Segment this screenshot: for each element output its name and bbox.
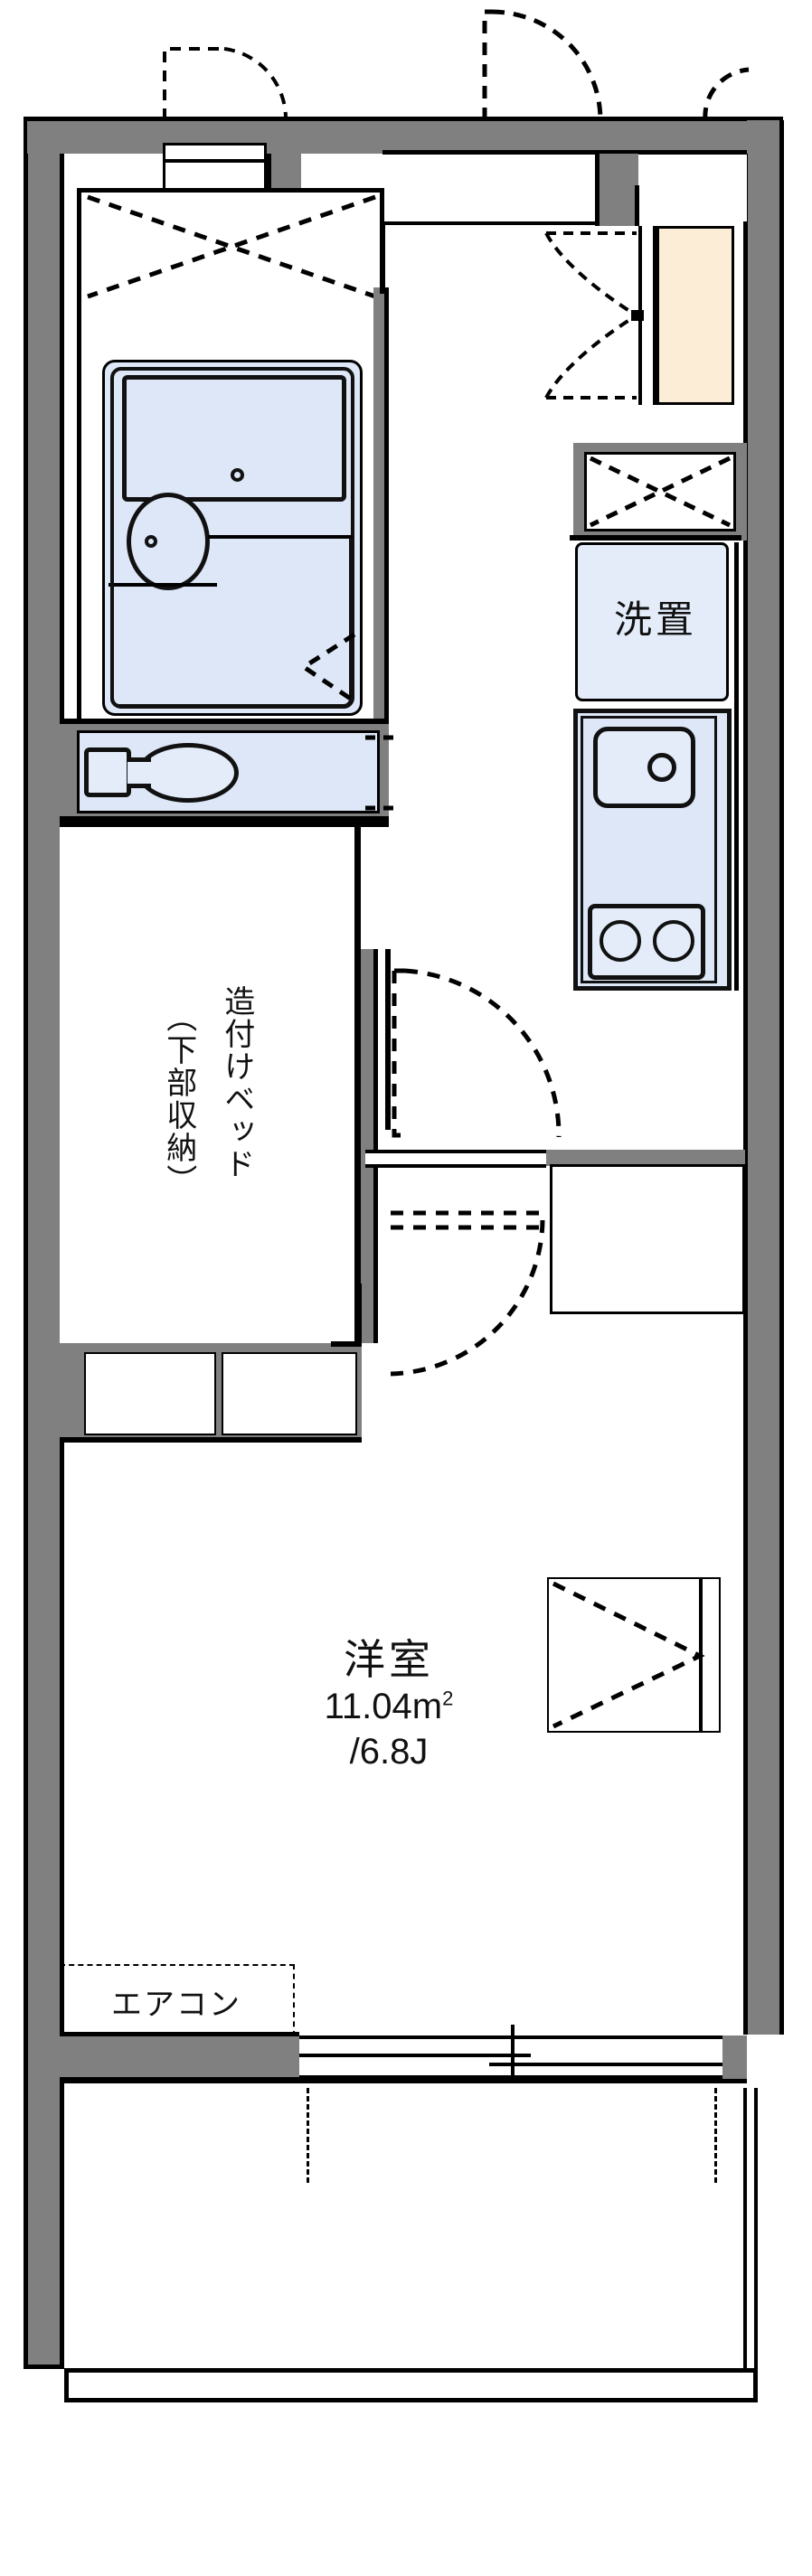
room-area-superscript: 2 <box>442 1687 454 1710</box>
entrance-door-swing-arc <box>482 9 750 121</box>
balcony-wall-left-inner <box>60 1125 64 2369</box>
joint-bath-toilet <box>60 719 389 724</box>
exterior-wall-right-outline-outer <box>779 120 784 2035</box>
built-in-bed-right-wall-fill <box>361 949 373 1343</box>
under-bed-storage-left[interactable] <box>84 1352 216 1435</box>
washbasin-bowl <box>127 493 210 590</box>
kitchen-wall-edge <box>734 542 739 991</box>
corridor-partition-vertical <box>385 949 391 1130</box>
under-bed-storage-right[interactable] <box>222 1352 357 1435</box>
genkan-area <box>656 226 734 405</box>
under-bed-storage-bottom-edge <box>60 1437 362 1443</box>
wall-below-room-right <box>722 2035 747 2079</box>
toilet-bowl <box>137 743 239 803</box>
exterior-wall-right-outline-inner <box>743 154 748 2035</box>
sliding-door-jamb <box>511 2025 515 2090</box>
joint-hall-vertical <box>380 221 385 294</box>
exterior-wall-right <box>747 120 779 2035</box>
balcony-rail-right-inner <box>743 2088 747 2368</box>
toilet-tank <box>84 747 131 797</box>
joint-toilet-bed <box>60 816 389 822</box>
room-window-opening-arrow <box>552 1581 705 1729</box>
room-door-swing-arc <box>392 968 562 1138</box>
washbasin-counter-edge <box>208 535 353 539</box>
balcony-rail-right-outer <box>754 2088 758 2368</box>
closet-door-swing-arc <box>386 1210 545 1377</box>
gas-stove <box>588 904 705 980</box>
room-door-threshold <box>365 1150 546 1168</box>
wall-bath-right-outline <box>384 287 389 730</box>
corridor-window-sill <box>163 159 267 163</box>
washer-space-label: 洗置 <box>613 598 697 641</box>
toilet-seat-connector <box>127 757 151 788</box>
wall-below-room-left <box>60 2035 299 2079</box>
entry-hall-floor <box>382 154 747 221</box>
pier-hall-right-edge2 <box>635 185 639 226</box>
washer-space <box>575 542 729 701</box>
washbasin-drain-icon <box>145 535 157 548</box>
pier-hall-right <box>599 154 638 226</box>
bathroom-door-dashed-x <box>87 194 376 299</box>
closet-wall-band <box>546 1150 745 1166</box>
exterior-wall-left-outline-outer <box>24 120 28 2369</box>
kitchen-sink <box>593 727 695 808</box>
bathtub-drain-icon <box>231 468 244 482</box>
toilet-door-marks <box>365 735 394 811</box>
lower-storage-label: （下部収納） <box>161 1001 196 1197</box>
room-window <box>547 1577 721 1733</box>
hall-bottom-edge <box>301 221 638 225</box>
balcony-floor-top-edge <box>64 2079 747 2083</box>
room-jo-label: /6.8J <box>349 1732 429 1772</box>
balcony-floor <box>64 2082 747 2370</box>
sliding-door-panel-b <box>489 2063 722 2066</box>
built-in-bed-right-wall-fill-edge <box>373 949 378 1343</box>
exterior-wall-top-outline <box>24 117 783 121</box>
exterior-wall-top <box>27 120 779 154</box>
genkan-folding-door <box>544 231 644 400</box>
stove-burner-left-icon <box>600 920 641 962</box>
entry-hall-top-edge <box>382 150 747 155</box>
balcony-wall-bottom-cap <box>24 2364 64 2369</box>
wall-below-room-left-top <box>60 2032 299 2036</box>
wall-nub-closet-foot <box>331 1341 362 1347</box>
exterior-wall-left <box>27 120 60 2369</box>
room-area-value: 11.04m <box>324 1687 443 1726</box>
built-in-bed-area <box>60 821 389 1343</box>
joint-kitchen-hall <box>570 535 741 541</box>
sliding-door-panel-a <box>299 2054 531 2057</box>
built-in-bed-right-wall <box>354 821 361 1343</box>
built-in-bed-label: 造付けベッド <box>219 985 254 1180</box>
kitchen-counter-inner <box>581 716 717 983</box>
balcony-parapet <box>64 2368 758 2402</box>
bathtub <box>122 375 346 502</box>
balcony-hanger-right <box>714 2088 717 2183</box>
exterior-wall-left-outline-inner <box>60 120 64 1125</box>
washbasin-counter-edge2 <box>109 583 217 587</box>
room-name-label: 洋室 <box>344 1636 434 1683</box>
bathroom-entry-door-arc <box>299 632 356 704</box>
room-area-label: 11.04m2 <box>253 1687 524 1727</box>
stove-burner-right-icon <box>653 920 694 962</box>
sink-drain-icon <box>647 753 676 782</box>
pier-hall-right-edge <box>595 154 600 226</box>
shower-floor-panel <box>110 538 353 708</box>
shoe-cabinet-x-icon <box>589 456 732 528</box>
corridor-window-recess <box>163 143 267 195</box>
aircon-label: エアコン <box>111 1988 241 2022</box>
balcony-hanger-left <box>307 2088 309 2183</box>
wall-nub-closet <box>354 1283 362 1347</box>
closet-box[interactable] <box>550 1164 745 1314</box>
corridor-door-swing-arcs <box>163 47 288 120</box>
